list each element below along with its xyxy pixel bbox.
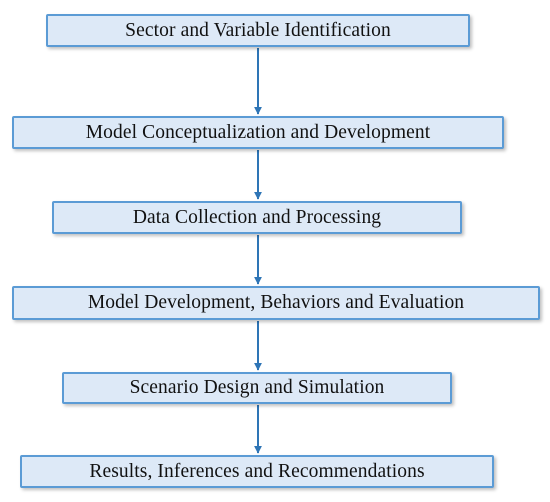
step-label: Sector and Variable Identification [125, 19, 391, 41]
step-label: Scenario Design and Simulation [129, 377, 385, 398]
step-data-collection: Data Collection and Processing [52, 201, 462, 234]
step-sector-variable-identification: Sector and Variable Identification [46, 14, 470, 47]
step-label: Model Conceptualization and Development [85, 121, 431, 143]
step-model-development-evaluation: Model Development, Behaviors and Evaluat… [12, 286, 540, 320]
step-label: Model Development, Behaviors and Evaluat… [87, 292, 465, 313]
step-label: Results, Inferences and Recommendations [89, 460, 425, 482]
step-scenario-design: Scenario Design and Simulation [62, 372, 452, 404]
step-model-conceptualization: Model Conceptualization and Development [12, 116, 504, 149]
step-results-recommendations: Results, Inferences and Recommendations [20, 455, 494, 488]
step-label: Data Collection and Processing [132, 206, 382, 228]
